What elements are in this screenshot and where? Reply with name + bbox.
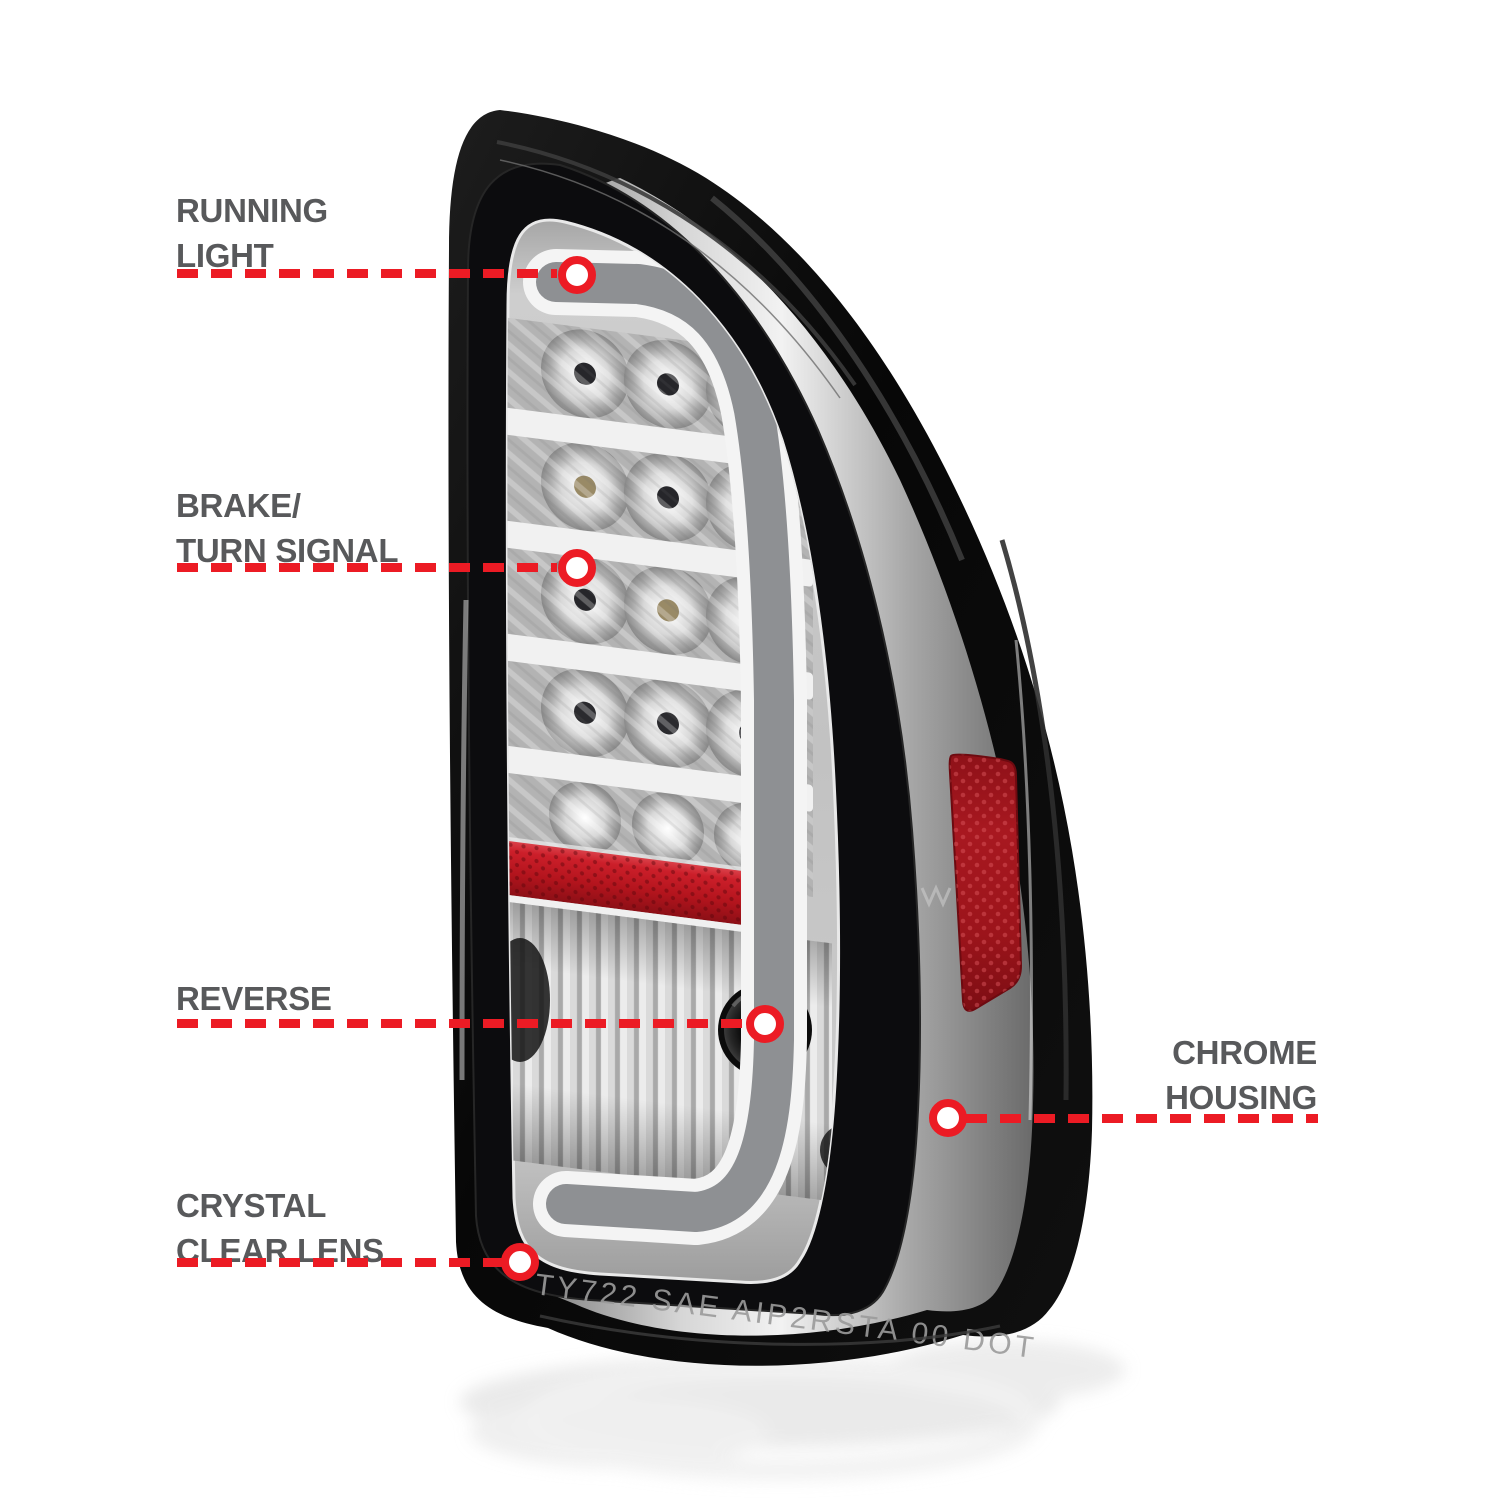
floor-reflection: [460, 1340, 1125, 1480]
callout-reverse: REVERSE: [176, 976, 332, 1021]
callout-chrome-housing-line1: CHROME: [1172, 1034, 1317, 1071]
callout-brake-turn-line1: BRAKE/: [176, 487, 301, 524]
side-red-reflector-texture: [949, 754, 1021, 1011]
callout-running-light: RUNNING LIGHT: [176, 188, 328, 278]
lens-divider-bars: [507, 407, 813, 812]
dot-crystal-clear-lens: [501, 1243, 539, 1281]
leader-crystal-clear-lens: [177, 1258, 502, 1267]
lens-shadow-blob: [507, 938, 550, 1062]
callout-running-light-line2: LIGHT: [176, 237, 274, 274]
leader-reverse: [177, 1019, 747, 1028]
dot-reverse: [746, 1005, 784, 1043]
callout-crystal-clear-line1: CRYSTAL: [176, 1187, 327, 1224]
dot-chrome-housing: [929, 1099, 967, 1137]
callout-brake-turn-signal: BRAKE/ TURN SIGNAL: [176, 483, 399, 573]
callout-chrome-housing-line2: HOUSING: [1165, 1079, 1317, 1116]
dot-running-light: [558, 256, 596, 294]
leader-brake-turn-signal: [177, 563, 557, 572]
callout-running-light-line1: RUNNING: [176, 192, 328, 229]
led-light-bar-core: [536, 262, 794, 1232]
gloss-highlights: [459, 140, 1069, 1346]
red-reflector-bar: [507, 836, 802, 940]
leader-running-light: [177, 269, 557, 278]
callout-reverse-line1: REVERSE: [176, 980, 332, 1017]
leader-chrome-housing: [966, 1114, 1318, 1123]
dot-brake-turn-signal: [558, 549, 596, 587]
chrome-etched-mark: [920, 884, 952, 908]
callout-chrome-housing: CHROME HOUSING: [1165, 1030, 1317, 1120]
callout-brake-turn-line2: TURN SIGNAL: [176, 532, 399, 569]
